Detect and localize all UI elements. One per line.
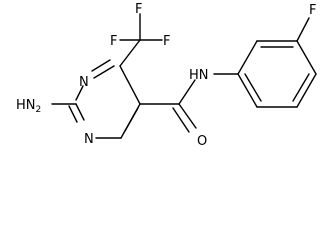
- amide-n: N: [199, 68, 209, 83]
- atom-f-phenyl: F: [309, 3, 316, 18]
- bond-ph-c1-c2: [237, 40, 258, 75]
- bond-phenyl-f: [296, 17, 310, 42]
- bond-c4-n3-double: [91, 59, 111, 72]
- chemical-structure-diagram: F F F N N HN2 HN O F: [16, 2, 317, 149]
- bond-ph-c4-c5: [296, 73, 317, 108]
- atom-nh2: HN2: [16, 98, 41, 115]
- atom-n-ring-upper: N: [79, 75, 89, 90]
- bond-n3-c2: [75, 85, 84, 101]
- bond-c5-c4: [119, 65, 141, 105]
- atom-f-left: F: [110, 34, 117, 49]
- bond-ph-c6-c1-double: [244, 73, 262, 102]
- atom-f-right: F: [163, 34, 170, 49]
- bond-c4-n3: [93, 65, 115, 79]
- bond-ph-c3-c4: [296, 40, 317, 75]
- bond-c6-c5-double: [124, 107, 139, 132]
- bond-carbonyl-o: [178, 103, 197, 129]
- atom-f-top: F: [135, 2, 142, 17]
- bond-c2-n1-double: [68, 105, 78, 123]
- nh2-n: N: [26, 98, 36, 113]
- atom-carbonyl-o: O: [197, 134, 207, 149]
- atom-amide-nh: HN: [189, 68, 209, 83]
- atom-n-ring-lower: N: [84, 132, 94, 147]
- bond-ph-c4-c5-double: [292, 73, 310, 102]
- amide-h: H: [189, 68, 199, 83]
- bonds: [51, 13, 317, 139]
- atom-labels: F F F N N HN2 HN O F: [16, 2, 316, 149]
- nh2-subscript: 2: [36, 105, 42, 115]
- bond-c2-n1: [75, 103, 85, 121]
- bond-carbonyl-o-double: [172, 107, 190, 133]
- nh2-h: H: [16, 98, 26, 113]
- bond-ph-c6-c1: [237, 73, 258, 108]
- bond-c4-cf3: [119, 39, 141, 67]
- bond-carbonyl-nh: [178, 79, 196, 105]
